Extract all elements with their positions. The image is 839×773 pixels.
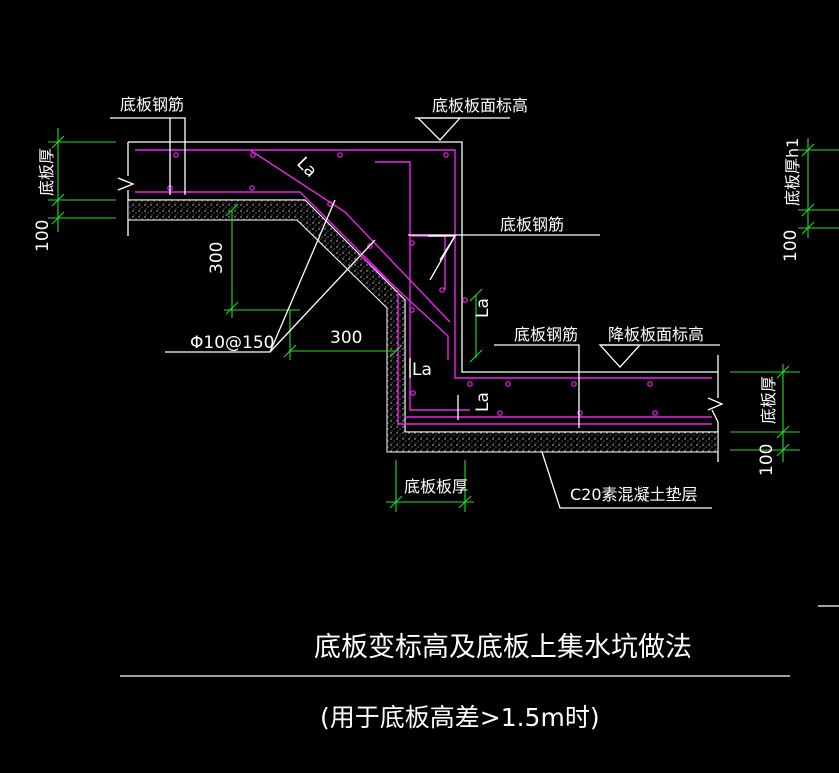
lowered-elevation-label: 降板板面标高 bbox=[608, 325, 704, 344]
thickness-h1-label: 底板厚h1 bbox=[783, 138, 802, 206]
slab-thickness-bottom-label: 底板板厚 bbox=[404, 477, 468, 496]
thickness-right-label: 底板厚 bbox=[759, 376, 778, 424]
dim-100-left: 100 bbox=[33, 220, 53, 252]
drawing-title: 底板变标高及底板上集水坑做法 bbox=[314, 632, 692, 663]
bottom-rebar-label-mid: 底板钢筋 bbox=[500, 215, 564, 234]
top-elevation-label: 底板板面标高 bbox=[432, 96, 528, 115]
c20-cushion-label: C20素混凝土垫层 bbox=[570, 485, 698, 504]
drawing-subtitle: (用于底板高差>1.5m时) bbox=[320, 703, 600, 732]
dim-300-vertical: 300 bbox=[207, 242, 227, 274]
dim-300-horizontal: 300 bbox=[330, 328, 362, 348]
concrete-outline bbox=[117, 141, 724, 462]
rebar-dots bbox=[167, 152, 658, 416]
thickness-left-label: 底板厚 bbox=[37, 148, 56, 196]
la-label-mid: La bbox=[473, 392, 493, 412]
dimension-lines bbox=[48, 128, 839, 512]
la-label-top: La bbox=[292, 153, 320, 181]
leader-lines bbox=[110, 117, 720, 509]
bottom-rebar-label-right: 底板钢筋 bbox=[514, 325, 578, 344]
dim-100-far-right: 100 bbox=[781, 230, 801, 262]
la-label-vertical: La bbox=[473, 298, 493, 318]
dim-100-right: 100 bbox=[757, 444, 777, 476]
bottom-rebar-label-top: 底板钢筋 bbox=[120, 95, 184, 114]
la-label-low: La bbox=[412, 360, 432, 380]
rebar-lines bbox=[135, 149, 712, 425]
rebar-spec-label: Φ10@150 bbox=[190, 333, 274, 353]
